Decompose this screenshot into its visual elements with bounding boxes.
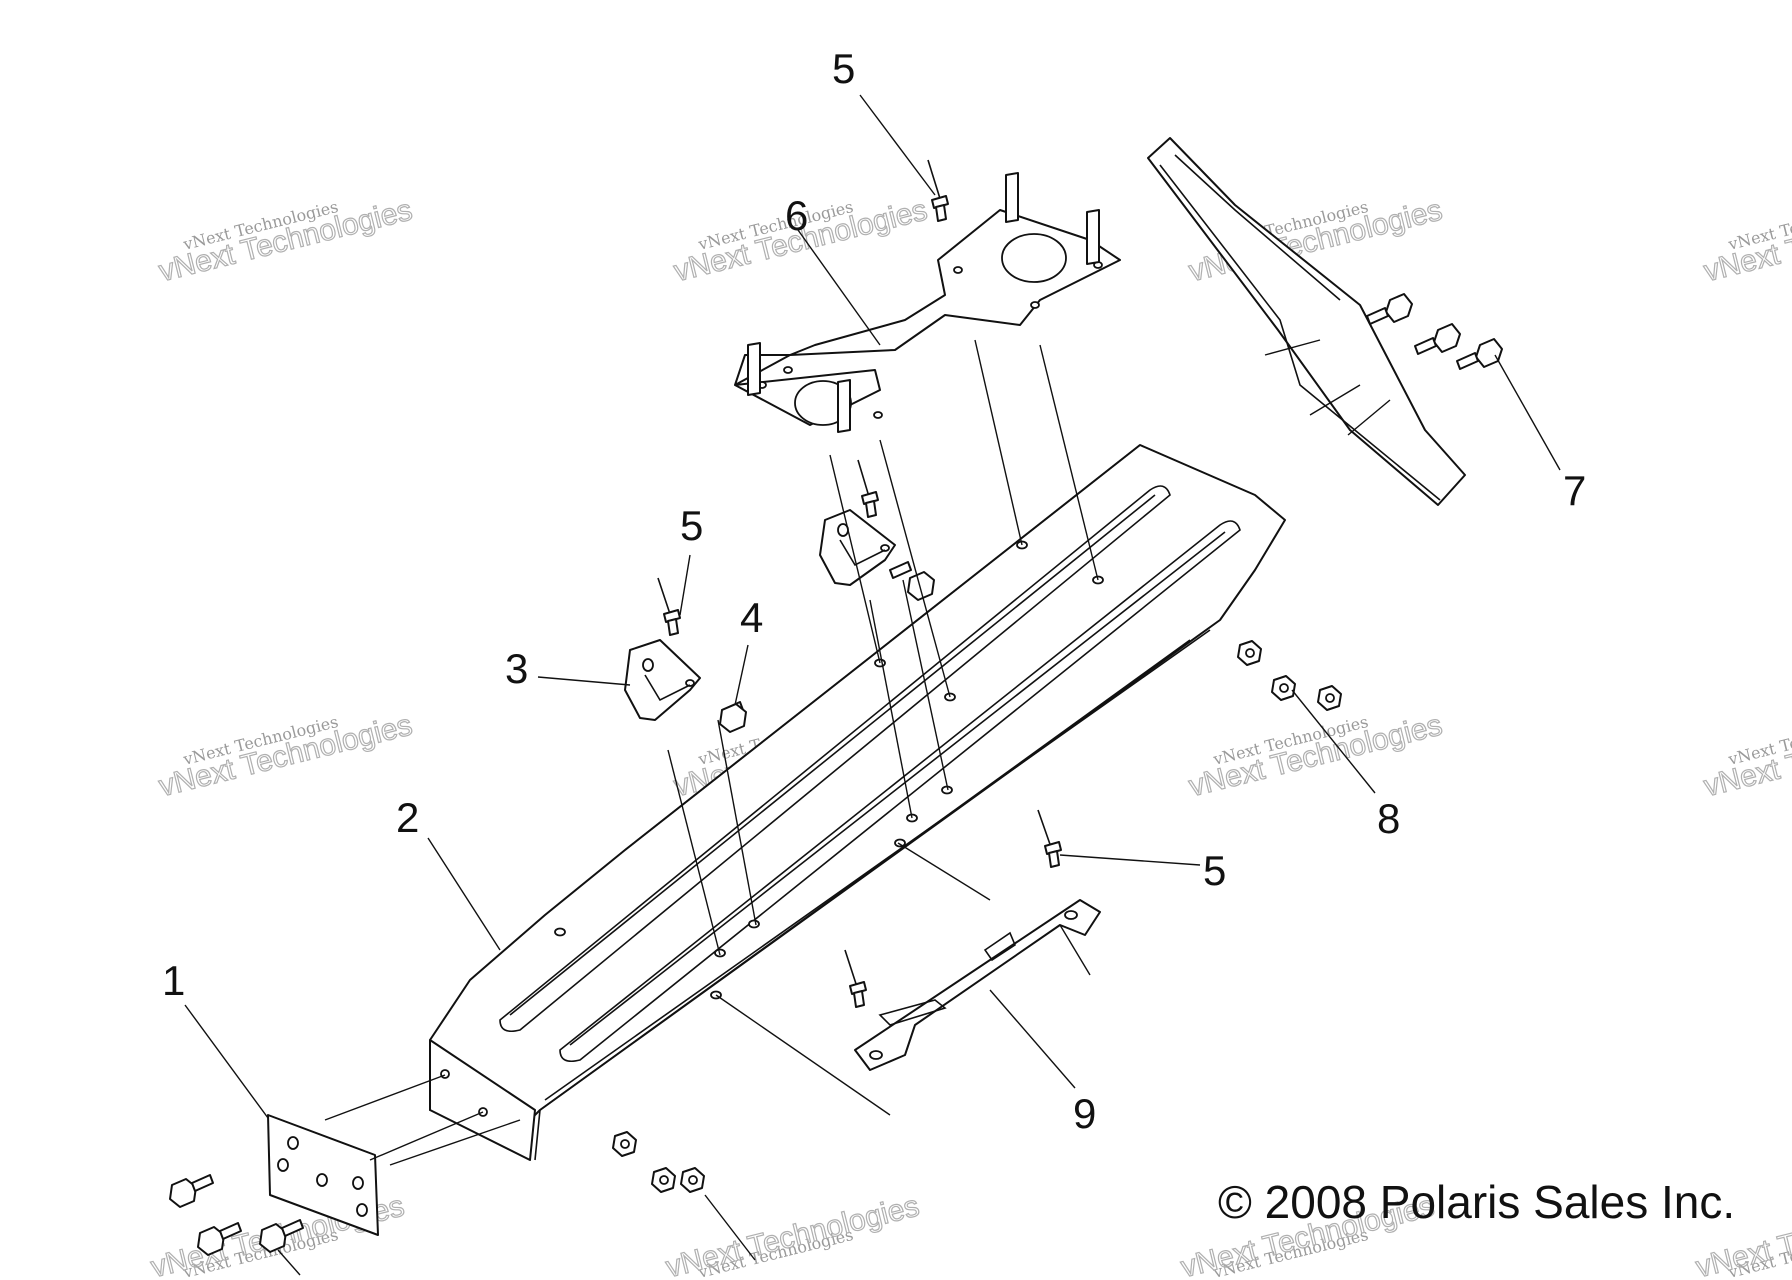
bolt-icon — [1366, 293, 1413, 325]
copyright-notice: © 2008 Polaris Sales Inc. — [1218, 1176, 1735, 1228]
bolt-icon — [169, 1174, 214, 1208]
assembly-lines — [667, 339, 1099, 1116]
callout-7: 7 — [1563, 467, 1586, 514]
nut-icon — [1271, 675, 1296, 701]
bolt-icon — [259, 1219, 304, 1253]
callout-2: 2 — [396, 794, 419, 841]
nut-icon — [1317, 685, 1342, 711]
exhaust-bracket-part — [734, 172, 1121, 433]
callout-4: 4 — [740, 594, 763, 641]
rivet-icon — [927, 159, 949, 222]
mount-bracket-part — [624, 639, 701, 721]
bolt-icon — [1414, 323, 1461, 355]
rivet-icon — [1037, 809, 1062, 868]
nut-icon — [680, 1167, 705, 1193]
heat-shield-part — [1147, 137, 1466, 506]
bolt-icon — [889, 561, 935, 601]
bolt-icon — [1456, 338, 1503, 370]
watermark-large: vNext Technologies — [663, 1189, 923, 1280]
bolt-icon — [719, 701, 747, 733]
nut-icon — [612, 1131, 637, 1157]
callout-8: 8 — [1377, 795, 1400, 842]
nut-icon — [651, 1167, 676, 1193]
end-plate-part — [267, 1074, 521, 1236]
callout-5-right: 5 — [1203, 847, 1226, 894]
rivet-icon — [844, 949, 867, 1008]
callout-leaders — [184, 94, 1561, 1276]
running-board-part — [429, 444, 1286, 1161]
mount-bracket-part — [819, 509, 896, 586]
bolt-icon — [197, 1222, 242, 1256]
rivet-icon — [857, 459, 879, 518]
callout-5-middle: 5 — [680, 502, 703, 549]
lower-bracket-part — [854, 899, 1101, 1071]
rivet-icon — [657, 577, 681, 636]
callout-labels: 1 2 3 4 5 5 5 6 7 8 9 — [162, 45, 1586, 1137]
callout-1: 1 — [162, 957, 185, 1004]
nut-icon — [1237, 640, 1262, 666]
callout-6: 6 — [785, 192, 808, 239]
callout-5-top: 5 — [832, 45, 855, 92]
callout-9: 9 — [1073, 1090, 1096, 1137]
callout-3: 3 — [505, 645, 528, 692]
